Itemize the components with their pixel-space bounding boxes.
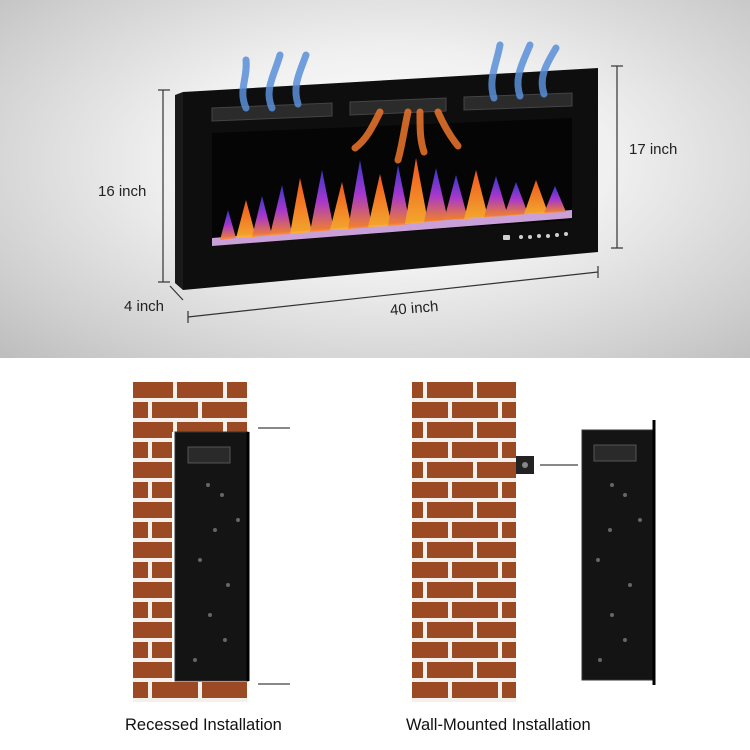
heat-arrow-icon <box>239 41 560 164</box>
flames <box>220 158 566 240</box>
screw-icon <box>258 427 290 685</box>
recessed-diagram <box>133 382 290 702</box>
dimension-lines <box>158 65 623 323</box>
depth-label: 4 inch <box>124 298 165 315</box>
height-label-right: 17 inch <box>629 141 678 158</box>
control-panel-icon <box>503 232 568 240</box>
wall-mounted-diagram <box>412 382 656 702</box>
fireplace-unit <box>175 68 598 290</box>
bracket-icon <box>516 456 534 474</box>
caption-wall-mounted: Wall-Mounted Installation <box>406 716 591 734</box>
height-label-left: 16 inch <box>98 183 147 200</box>
caption-recessed: Recessed Installation <box>125 716 282 734</box>
